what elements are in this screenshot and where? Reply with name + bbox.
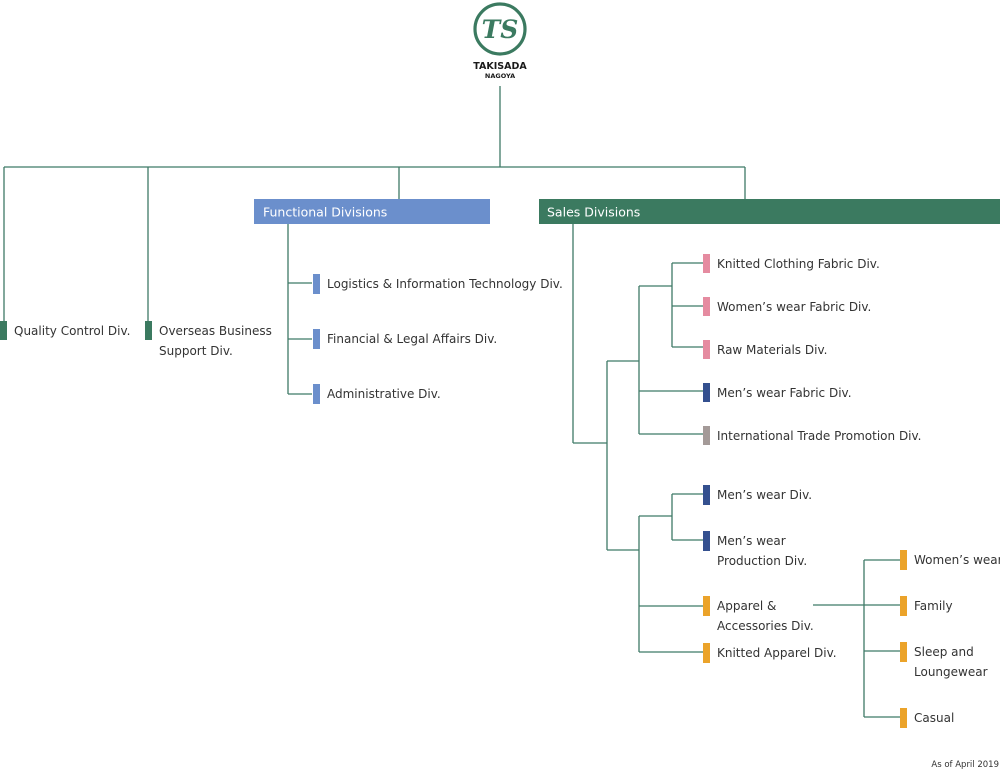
division-color-marker [703, 254, 710, 273]
company-logo: TS TAKISADA NAGOYA [473, 2, 527, 80]
node-sales-div: Men’s wear Div. [703, 485, 812, 505]
division-label-line: Raw Materials Div. [717, 343, 827, 357]
logo-ring [473, 2, 527, 56]
node-sales-div: Women’s wear Fabric Div. [703, 297, 871, 316]
division-label-line: Financial & Legal Affairs Div. [327, 332, 497, 346]
division-color-marker [703, 596, 710, 616]
division-color-marker [313, 384, 320, 404]
division-label: Quality Control Div. [14, 324, 130, 338]
division-color-marker [703, 340, 710, 359]
division-color-marker [900, 642, 907, 662]
division-label: Women’s wear [914, 553, 1000, 567]
sales-divisions-header-box [539, 199, 1000, 224]
division-color-marker [703, 297, 710, 316]
division-color-marker [900, 550, 907, 570]
node-sales-div: Apparel & Accessories Div. [703, 596, 814, 633]
division-color-marker [900, 708, 907, 728]
logo-subname: NAGOYA [485, 72, 515, 80]
logo-name: TAKISADA [473, 61, 527, 72]
division-label-line: Sleep and [914, 645, 974, 659]
division-label-line: Production Div. [717, 554, 807, 568]
division-label: Casual [914, 711, 954, 725]
division-label-line: Knitted Apparel Div. [717, 646, 837, 660]
node-apparel-sub-div: Family [900, 596, 953, 616]
functional-divisions-header: Functional Divisions [254, 199, 490, 224]
node-functional-div: Administrative Div. [313, 384, 441, 404]
division-label-line: Women’s wear Fabric Div. [717, 300, 871, 314]
division-label-line: Support Div. [159, 344, 233, 358]
division-label: Knitted Apparel Div. [717, 646, 837, 660]
division-color-marker [703, 643, 710, 663]
division-label: Women’s wear Fabric Div. [717, 300, 871, 314]
node-functional-div: Logistics & Information Technology Div. [313, 274, 563, 294]
connector-lines [3, 86, 900, 718]
division-label-line: Knitted Clothing Fabric Div. [717, 257, 880, 271]
division-color-marker [703, 531, 710, 551]
division-label-line: Women’s wear [914, 553, 1000, 567]
division-label-line: Family [914, 599, 953, 613]
node-apparel-sub-div: Casual [900, 708, 954, 728]
division-label-line: Apparel & [717, 599, 776, 613]
functional-divisions-header-box [254, 199, 490, 224]
division-label-line: Accessories Div. [717, 619, 814, 633]
division-label: Men’s wear Div. [717, 488, 812, 502]
division-color-marker [0, 321, 7, 340]
division-color-marker [900, 596, 907, 616]
node-sales-div: Knitted Apparel Div. [703, 643, 837, 663]
division-label: Financial & Legal Affairs Div. [327, 332, 497, 346]
node-quality-control-div: Quality Control Div. [0, 321, 130, 340]
division-color-marker [703, 426, 710, 445]
division-label: Apparel & Accessories Div. [717, 599, 814, 633]
division-color-marker [703, 383, 710, 402]
division-label-line: Quality Control Div. [14, 324, 130, 338]
node-apparel-sub-div: Women’s wear [900, 550, 1000, 570]
division-label-line: Men’s wear [717, 534, 786, 548]
node-sales-div: Raw Materials Div. [703, 340, 827, 359]
division-label-line: International Trade Promotion Div. [717, 429, 922, 443]
division-color-marker [145, 321, 152, 340]
node-functional-div: Financial & Legal Affairs Div. [313, 329, 497, 349]
division-label: International Trade Promotion Div. [717, 429, 922, 443]
division-label-line: Loungewear [914, 665, 988, 679]
division-label: Raw Materials Div. [717, 343, 827, 357]
node-sales-div: Knitted Clothing Fabric Div. [703, 254, 880, 273]
division-color-marker [313, 329, 320, 349]
node-sales-div: International Trade Promotion Div. [703, 426, 922, 445]
division-label-line: Overseas Business [159, 324, 272, 338]
sales-divisions-header: Sales Divisions [539, 199, 1000, 224]
division-label-line: Logistics & Information Technology Div. [327, 277, 563, 291]
division-label-line: Men’s wear Div. [717, 488, 812, 502]
division-label-line: Casual [914, 711, 954, 725]
division-label-line: Men’s wear Fabric Div. [717, 386, 852, 400]
division-label-line: Administrative Div. [327, 387, 441, 401]
division-label: Family [914, 599, 953, 613]
functional-divisions-header-label: Functional Divisions [263, 205, 387, 220]
division-label: Men’s wear Fabric Div. [717, 386, 852, 400]
logo-mark: TS [482, 15, 519, 44]
sales-divisions-header-label: Sales Divisions [547, 205, 640, 220]
division-color-marker [313, 274, 320, 294]
division-label: Knitted Clothing Fabric Div. [717, 257, 880, 271]
division-color-marker [703, 485, 710, 505]
division-label: Logistics & Information Technology Div. [327, 277, 563, 291]
as-of-date-note: As of April 2019 [931, 760, 999, 770]
node-sales-div: Men’s wear Fabric Div. [703, 383, 852, 402]
division-label: Administrative Div. [327, 387, 441, 401]
